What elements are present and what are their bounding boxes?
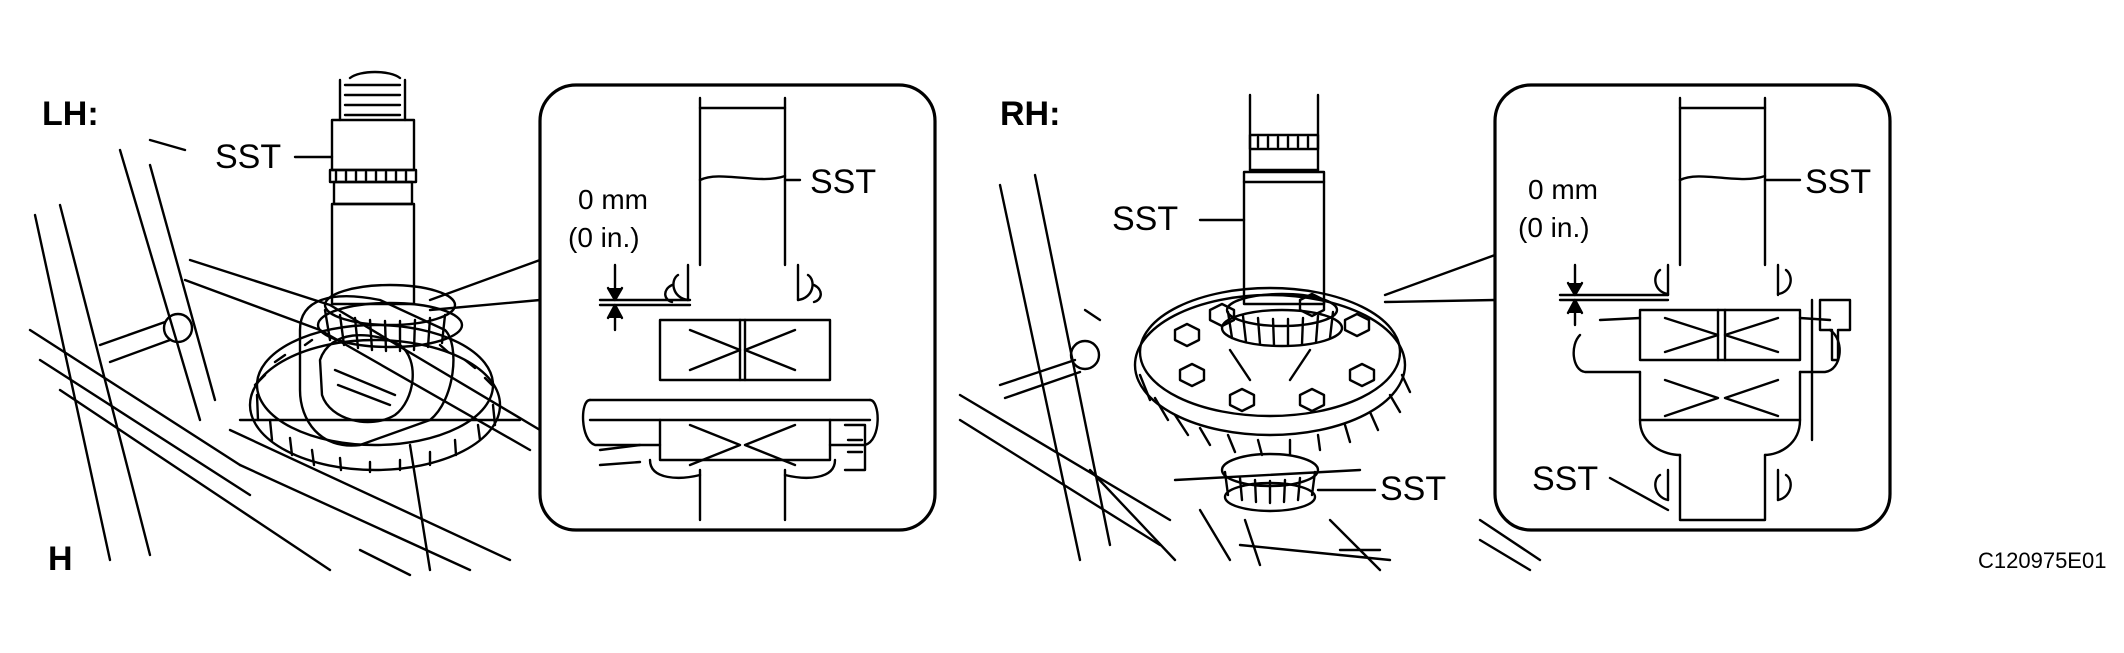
corner-mark: H — [48, 540, 73, 578]
rh-title: RH: — [1000, 95, 1061, 133]
rh-inset-detail — [1574, 98, 1850, 520]
rh-inset-sst-bottom-leader — [1610, 478, 1668, 510]
rh-illustration — [960, 95, 1540, 570]
lh-illustration — [30, 72, 540, 575]
rh-ring-gear — [1135, 288, 1410, 455]
lh-inset-detail — [583, 98, 878, 520]
rh-inset-sst-bottom-label: SST — [1532, 460, 1599, 498]
lh-sst-label: SST — [215, 138, 282, 176]
rh-sst-bottom-label: SST — [1380, 470, 1447, 508]
rh-inset-sst-top-label: SST — [1805, 163, 1872, 201]
lh-diff-case — [300, 296, 453, 445]
lh-dim-in: (0 in.) — [568, 222, 640, 253]
lh-callout-wedge — [430, 260, 540, 310]
rh-callout-wedge — [1385, 255, 1495, 302]
lh-bench — [30, 140, 540, 575]
rh-dim-in: (0 in.) — [1518, 212, 1590, 243]
rh-inset — [1495, 85, 1890, 530]
lh-dim-mm: 0 mm — [578, 184, 648, 215]
rh-bottom-bearing — [1222, 454, 1318, 511]
rh-dim-mm: 0 mm — [1528, 174, 1598, 205]
rh-dimension-marker — [1560, 265, 1668, 325]
figure-code: C120975E01 — [1978, 548, 2107, 573]
lh-dimension-marker — [600, 265, 690, 330]
lh-inset-sst-label: SST — [810, 163, 877, 201]
rh-sst-label: SST — [1112, 200, 1179, 238]
lh-title: LH: — [42, 95, 99, 133]
lh-sst-shaft — [330, 72, 416, 304]
rh-top-bearing — [1222, 294, 1342, 346]
rh-bench — [960, 175, 1540, 570]
lh-inset — [540, 85, 935, 530]
rh-sst-shaft — [1244, 95, 1324, 304]
